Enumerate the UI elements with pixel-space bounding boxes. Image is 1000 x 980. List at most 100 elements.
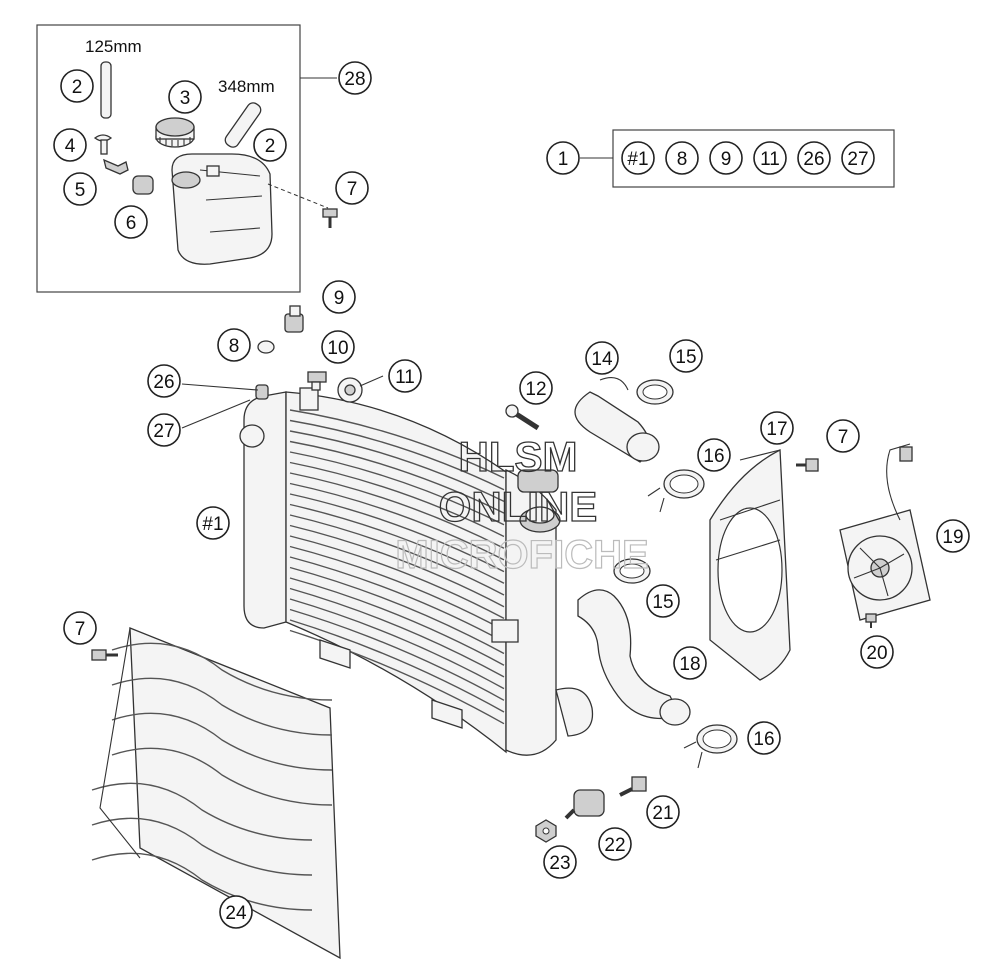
kit-item: 26 xyxy=(797,141,831,175)
callout-label: 15 xyxy=(675,347,696,368)
callout-c10: 10 xyxy=(321,330,355,364)
rubber-damper xyxy=(564,789,605,820)
callout-label: 5 xyxy=(75,180,86,201)
hex-bolt xyxy=(619,776,647,797)
callout-label: 7 xyxy=(838,427,849,448)
callout-label: 20 xyxy=(866,643,887,664)
callout-label: 2 xyxy=(72,77,83,98)
callout-label: 7 xyxy=(75,619,86,640)
kit-label: 9 xyxy=(721,149,732,170)
callout-c8: 8 xyxy=(217,328,251,362)
radiator-fin xyxy=(289,566,505,655)
callout-label: 4 xyxy=(65,136,76,157)
radiator-fin xyxy=(289,545,505,631)
callout-label: #1 xyxy=(202,514,223,535)
watermark-line2: ONLINE xyxy=(439,483,598,530)
hose-clamp-15-lower xyxy=(613,558,651,584)
callout-label: 8 xyxy=(229,336,240,357)
callout-label: 18 xyxy=(679,654,700,675)
kit-label: 1 xyxy=(558,149,569,170)
callout-c18: 18 xyxy=(673,646,707,680)
callout-c2b: 2 xyxy=(253,128,287,162)
hose-short-length: 125mm xyxy=(85,37,142,56)
radiator-fin xyxy=(289,587,505,678)
radiator-fin xyxy=(289,440,505,514)
tank-screw xyxy=(322,208,338,228)
radiator-fins xyxy=(289,409,505,725)
radiator-fin xyxy=(289,608,505,701)
kit-item: 9 xyxy=(709,141,743,175)
callout-c4: 4 xyxy=(53,128,87,162)
guard-louver xyxy=(111,747,333,806)
radiator-fin xyxy=(289,493,505,573)
callout-label: 22 xyxy=(604,835,625,856)
callout-label: 9 xyxy=(334,288,345,309)
lower-hose xyxy=(577,589,691,726)
radiator-fin xyxy=(289,430,505,503)
kit-label: #1 xyxy=(627,149,648,170)
radiator-fin xyxy=(289,598,505,690)
kit-label: 8 xyxy=(677,149,688,170)
callout-c17: 17 xyxy=(760,411,794,445)
callout-label: 24 xyxy=(225,903,247,924)
hose-clamp-16-upper xyxy=(647,469,705,513)
radiator-fin xyxy=(289,514,505,596)
hose-clamp-16-lower xyxy=(683,724,738,769)
callout-label: 15 xyxy=(652,592,673,613)
callout-label: 23 xyxy=(549,853,570,874)
callout-label: 6 xyxy=(126,213,137,234)
callout-label: 19 xyxy=(942,527,963,548)
leader-lines xyxy=(181,375,384,429)
radiator-fin xyxy=(289,461,505,538)
callout-label: 26 xyxy=(153,372,174,393)
shroud-screw xyxy=(796,458,819,472)
callout-c5: 5 xyxy=(63,172,97,206)
radiator-fin xyxy=(289,524,505,608)
callout-c7c: 7 xyxy=(63,611,97,645)
callout-c15b: 15 xyxy=(646,584,680,618)
callout-c24: 24 xyxy=(219,895,253,929)
callout-label: 10 xyxy=(327,338,348,359)
callout-c16b: 16 xyxy=(747,721,781,755)
kit-group xyxy=(580,129,895,188)
drain-screw xyxy=(284,305,304,333)
kit-item: #1 xyxy=(621,141,655,175)
radiator-fin xyxy=(289,451,505,526)
callout-c9: 9 xyxy=(322,280,356,314)
callout-c3: 3 xyxy=(168,80,202,114)
radiator-guard xyxy=(91,627,341,960)
o-ring xyxy=(257,340,275,354)
fan-shroud xyxy=(709,448,791,681)
radiator-fin xyxy=(289,556,505,643)
watermark: HLSM ONLINE MICROFICHE xyxy=(395,432,650,577)
expansion-tank xyxy=(171,153,273,265)
radiator-fin xyxy=(289,577,505,666)
callout-c6: 6 xyxy=(114,205,148,239)
callout-c26: 26 xyxy=(147,364,181,398)
hose-clamp-small xyxy=(93,134,113,155)
cooling-fan xyxy=(839,443,931,621)
callout-c16a: 16 xyxy=(697,438,731,472)
callout-c22: 22 xyxy=(598,827,632,861)
callout-c11: 11 xyxy=(388,359,422,393)
callout-label: 2 xyxy=(265,136,276,157)
callout-c7b: 7 xyxy=(826,419,860,453)
radiator-fin xyxy=(289,472,505,549)
guard-louver xyxy=(91,852,313,911)
guard-screw xyxy=(91,649,118,661)
callout-c1r: #1 xyxy=(196,506,230,540)
callout-label: 27 xyxy=(153,421,174,442)
guard-louver xyxy=(91,817,313,876)
kit-item: 11 xyxy=(753,141,787,175)
callout-label: 16 xyxy=(703,446,724,467)
radiator-bolt xyxy=(307,371,327,391)
callout-c15a: 15 xyxy=(669,339,703,373)
radiator-fin xyxy=(289,503,505,584)
callout-c19: 19 xyxy=(936,519,970,553)
expansion-tank-inset: 125mm 348mm xyxy=(36,24,338,293)
callout-c7a: 7 xyxy=(335,171,369,205)
hose-long-length: 348mm xyxy=(218,77,275,96)
watermark-line1: HLSM xyxy=(459,433,578,480)
grommet xyxy=(132,175,154,195)
